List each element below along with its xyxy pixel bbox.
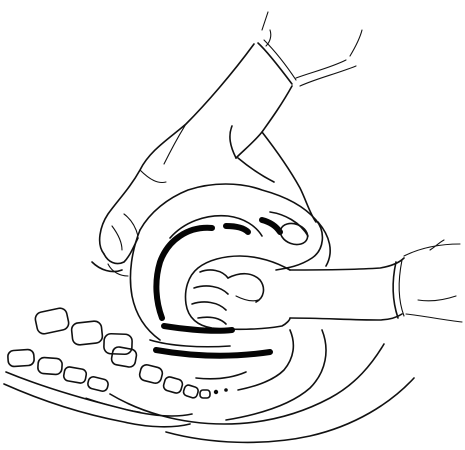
lower-glove-cuff <box>393 262 398 318</box>
spine <box>4 307 228 427</box>
vertebra <box>182 384 199 399</box>
pelvic-outline <box>110 330 414 442</box>
vertebra <box>34 307 70 335</box>
upper-hand-back <box>100 44 254 254</box>
vertebra <box>104 334 133 355</box>
vaginal-wall-line <box>156 350 270 356</box>
upper-glove-cuff <box>258 43 292 84</box>
vertebra <box>138 364 163 385</box>
ovary-shape <box>277 220 310 248</box>
lower-hand <box>164 240 462 331</box>
uterus <box>130 184 322 340</box>
vertebra <box>200 390 210 398</box>
uterine-cavity-arc <box>156 228 212 318</box>
body-contour-right <box>108 222 330 276</box>
vertebra <box>111 346 138 368</box>
cervix-line <box>164 326 232 331</box>
vertebra <box>71 320 103 345</box>
vertebra <box>162 376 183 394</box>
